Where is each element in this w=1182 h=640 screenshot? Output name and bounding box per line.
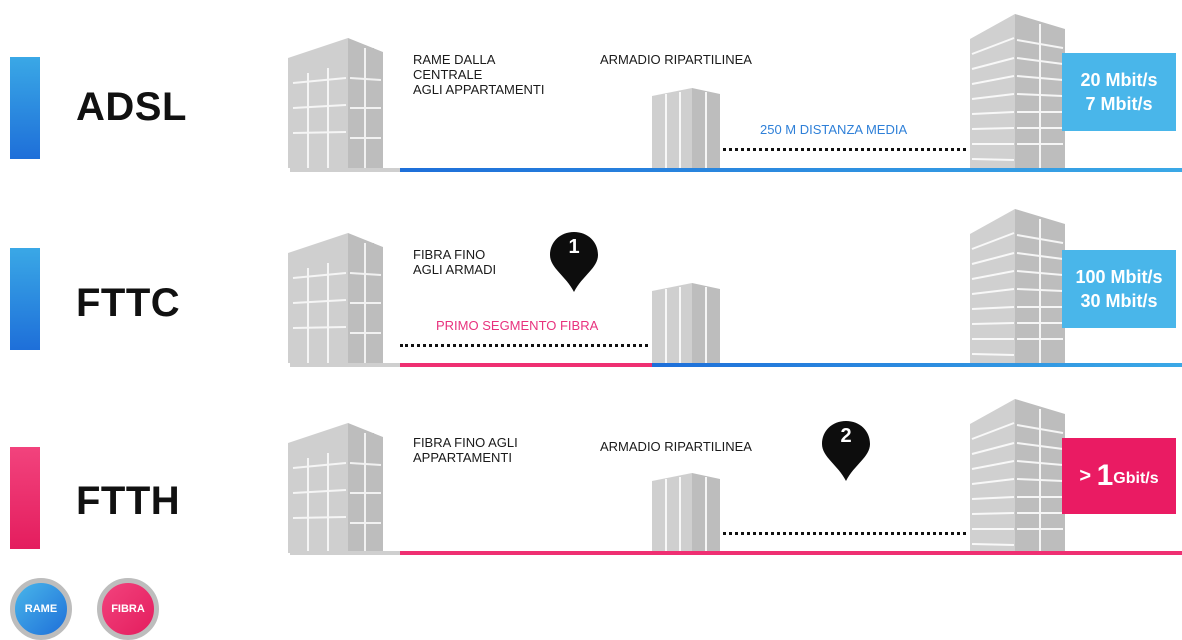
tech-label: FTTC bbox=[76, 281, 181, 325]
dotted-segment bbox=[723, 532, 966, 535]
gray-baseline bbox=[290, 168, 400, 172]
copper-color-bar bbox=[10, 57, 40, 159]
gray-baseline bbox=[290, 363, 400, 367]
dotted-segment bbox=[723, 148, 966, 151]
legend-fiber-label: FIBRA bbox=[111, 603, 145, 615]
speed-prefix: > bbox=[1079, 465, 1097, 487]
street-cabinet-icon bbox=[652, 473, 722, 553]
caption-left: FIBRA FINO AGLI ARMADI bbox=[413, 247, 497, 277]
copper-line bbox=[400, 168, 1182, 172]
gray-baseline bbox=[290, 551, 400, 555]
speed-box: 100 Mbit/s 30 Mbit/s bbox=[1062, 250, 1176, 328]
tech-label: ADSL bbox=[76, 85, 187, 129]
fiber-line bbox=[400, 363, 652, 367]
street-cabinet-icon bbox=[652, 283, 722, 363]
apartment-tower-icon bbox=[970, 209, 1065, 364]
copper-color-bar bbox=[10, 248, 40, 350]
caption-cabinet: ARMADIO RIPARTILINEA bbox=[600, 439, 752, 454]
caption-left: FIBRA FINO AGLI APPARTAMENTI bbox=[413, 435, 518, 465]
fiber-line bbox=[400, 551, 1182, 555]
speed-unit: Gbit/s bbox=[1113, 470, 1159, 487]
tech-label: FTTH bbox=[76, 479, 181, 523]
copper-line bbox=[652, 363, 1182, 367]
apartment-tower-icon bbox=[970, 14, 1065, 169]
upload-speed: 7 Mbit/s bbox=[1085, 94, 1153, 114]
legend-fiber: FIBRA bbox=[97, 578, 159, 640]
legend-copper: RAME bbox=[10, 578, 72, 640]
legend-copper-label: RAME bbox=[24, 603, 58, 615]
dotted-segment bbox=[400, 344, 648, 347]
download-speed: 20 Mbit/s bbox=[1080, 70, 1158, 90]
download-speed: 100 Mbit/s bbox=[1075, 267, 1163, 287]
pin-number: 2 bbox=[840, 425, 852, 447]
street-cabinet-icon bbox=[652, 88, 722, 168]
apartment-tower-icon bbox=[970, 399, 1065, 554]
row-adsl: ADSL RAME DALLA CENTRALE AGLI APPARTAMEN… bbox=[0, 0, 1182, 190]
speed-value: 1 bbox=[1096, 459, 1114, 492]
row-fttc: FTTC FIBRA FINO AGLI ARMADI 1 PRIMO SEGM… bbox=[0, 195, 1182, 385]
caption-left: RAME DALLA CENTRALE AGLI APPARTAMENTI bbox=[413, 52, 545, 97]
pin-number: 1 bbox=[568, 236, 580, 258]
office-building-icon bbox=[288, 233, 398, 363]
caption-fiber-segment: PRIMO SEGMENTO FIBRA bbox=[436, 318, 599, 333]
office-building-icon bbox=[288, 38, 398, 168]
row-ftth: FTTH FIBRA FINO AGLI APPARTAMENTI ARMADI… bbox=[0, 385, 1182, 575]
caption-distance: 250 m DISTANZA MEDIA bbox=[760, 122, 908, 137]
speed-box: 20 Mbit/s 7 Mbit/s bbox=[1062, 53, 1176, 131]
office-building-icon bbox=[288, 423, 398, 553]
fiber-color-bar bbox=[10, 447, 40, 549]
speed-box: > 1 Gbit/s bbox=[1062, 438, 1176, 514]
caption-cabinet: ARMADIO RIPARTILINEA bbox=[600, 52, 752, 67]
upload-speed: 30 Mbit/s bbox=[1080, 291, 1158, 311]
